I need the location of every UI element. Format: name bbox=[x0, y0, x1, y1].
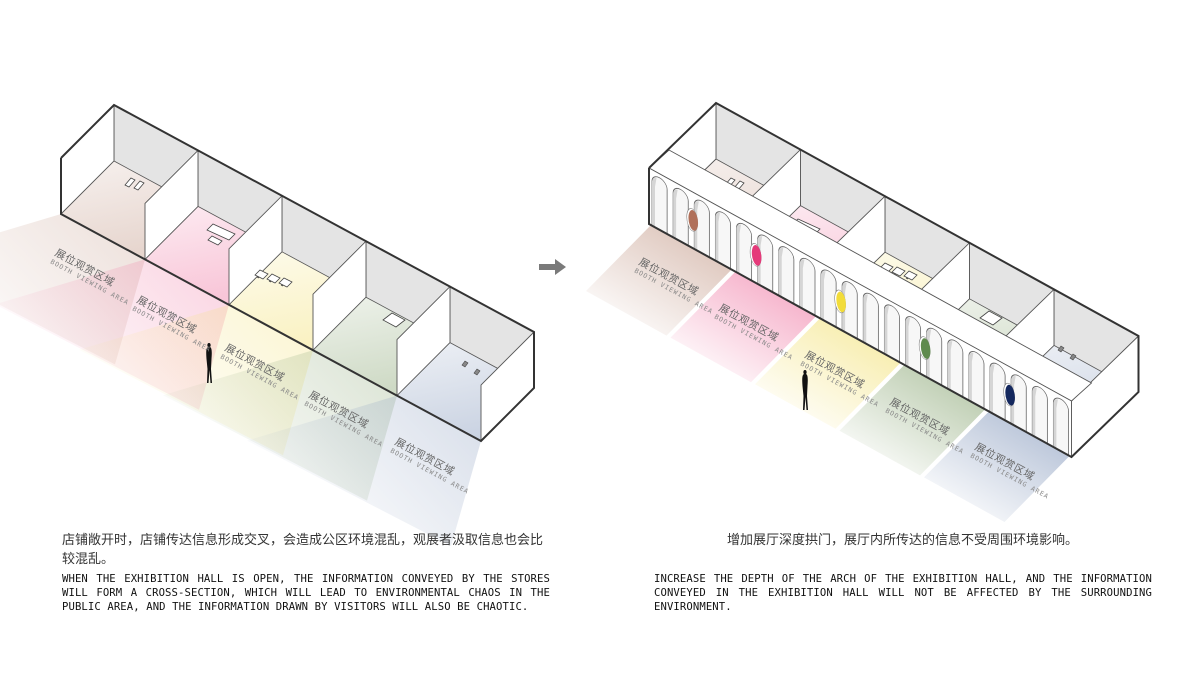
arch-opening bbox=[905, 316, 922, 375]
right-arrow-icon bbox=[539, 259, 566, 275]
arch-opening bbox=[989, 362, 1006, 422]
arcade-wall bbox=[648, 167, 1072, 458]
right-description-en: INCREASE THE DEPTH OF THE ARCH OF THE EX… bbox=[654, 573, 1152, 613]
booth-light-zone bbox=[924, 411, 1070, 522]
arch-opening bbox=[841, 281, 858, 340]
arch-shadow bbox=[905, 317, 911, 368]
arch-opening bbox=[672, 187, 689, 247]
arch-opening bbox=[947, 339, 964, 398]
display-rack-icon bbox=[1057, 345, 1077, 361]
arch-shadow bbox=[1053, 399, 1058, 449]
booth-light-zone bbox=[755, 318, 901, 429]
hall-outline bbox=[648, 101, 1140, 459]
arch-opening bbox=[1031, 386, 1048, 445]
arch-shadow bbox=[652, 178, 657, 228]
arch-opening bbox=[883, 304, 900, 363]
booth-light-zone bbox=[670, 271, 816, 383]
lounge-set-icon bbox=[266, 273, 281, 284]
lounge-set-icon bbox=[254, 269, 269, 280]
arch-opening bbox=[820, 269, 837, 328]
booth-sign bbox=[751, 245, 762, 266]
arch-opening bbox=[926, 327, 943, 387]
booth-light-zone bbox=[586, 225, 732, 336]
arch-shadow bbox=[968, 352, 974, 403]
booth-sign bbox=[836, 291, 846, 313]
booth-light-zone bbox=[247, 395, 481, 546]
arch-opening bbox=[714, 211, 731, 270]
arch-shadow bbox=[884, 306, 889, 356]
booth-sign bbox=[688, 210, 699, 231]
arch-shadow bbox=[947, 341, 953, 391]
person-silhouette-icon bbox=[802, 370, 808, 410]
booth-sign bbox=[1005, 384, 1015, 406]
right-description-cn: 增加展厅深度拱门，展厅内所传达的信息不受周围环境影响。 bbox=[726, 532, 1078, 547]
arch-opening bbox=[651, 176, 668, 235]
bench-icon bbox=[124, 177, 136, 188]
hall-outline bbox=[60, 103, 535, 443]
table-icon bbox=[382, 312, 406, 328]
booth-light-zone bbox=[839, 364, 985, 476]
sofa-icon bbox=[206, 223, 236, 246]
arch-shadow bbox=[673, 189, 678, 239]
arch-shadow bbox=[990, 364, 995, 414]
display-rack-icon bbox=[461, 360, 481, 376]
arch-opening bbox=[1010, 374, 1027, 433]
person-silhouette-icon bbox=[206, 343, 212, 383]
arch-opening bbox=[799, 257, 816, 317]
left-description-cn: 店铺敞开时，店铺传达信息形成交叉，会造成公区环境混乱，观展者汲取信息也会比较混乱… bbox=[62, 532, 544, 566]
arch-shadow bbox=[778, 247, 784, 298]
arch-opening bbox=[757, 234, 774, 293]
lounge-set-icon bbox=[903, 270, 918, 281]
arch-shadow bbox=[799, 259, 805, 309]
arch-shadow bbox=[863, 294, 868, 344]
open-hall-diagram bbox=[0, 103, 535, 546]
arch-opening bbox=[693, 199, 710, 258]
arch-shadow bbox=[715, 212, 720, 263]
arch-shadow bbox=[1032, 387, 1037, 438]
arch-shadow bbox=[736, 224, 742, 274]
bench-icon bbox=[133, 180, 145, 191]
arch-shadow bbox=[821, 271, 826, 321]
lounge-set-icon bbox=[278, 277, 293, 288]
arch-opening bbox=[778, 246, 795, 305]
booth-sign bbox=[920, 338, 931, 359]
arch-opening bbox=[1052, 397, 1069, 456]
arch-opening bbox=[736, 222, 753, 282]
arch-opening bbox=[968, 351, 985, 410]
table-icon bbox=[979, 310, 1003, 326]
arch-opening bbox=[862, 292, 879, 352]
arched-hall-diagram bbox=[586, 101, 1140, 522]
left-description-en: WHEN THE EXHIBITION HALL IS OPEN, THE IN… bbox=[62, 573, 550, 613]
